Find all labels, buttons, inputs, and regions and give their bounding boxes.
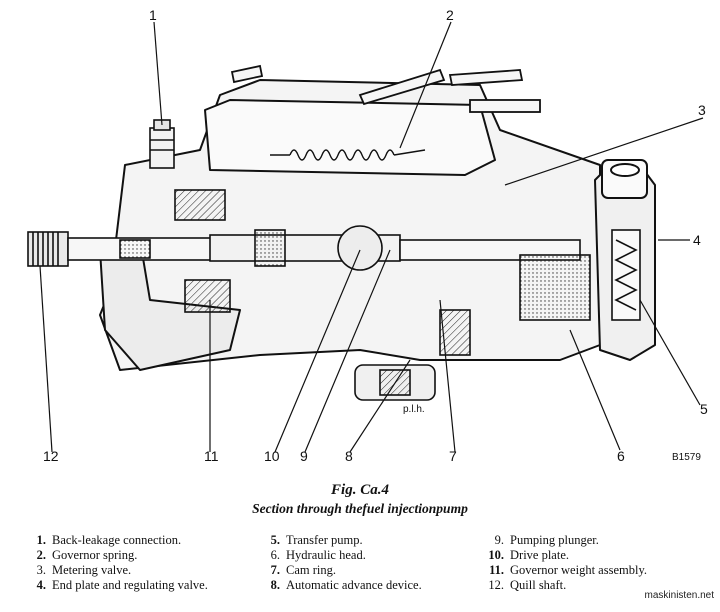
legend-number: 6. — [270, 548, 280, 562]
pump-body — [99, 79, 656, 371]
legend-item: 6. Hydraulic head. — [258, 548, 422, 563]
drawing-reference: B1579 — [672, 452, 701, 463]
artist-initials: p.l.h. — [403, 404, 425, 415]
pump-cutaway-drawing: 1 2 3 4 5 6 7 8 9 10 11 12 p.l.h. B1579 — [27, 7, 708, 464]
legend-label: Drive plate. — [510, 548, 570, 562]
legend-label: Metering valve. — [52, 563, 132, 577]
legend-column-3: 9. Pumping plunger. 10. Drive plate. 11. Go… — [482, 533, 647, 593]
legend-item: 4. End plate and regulating valve. — [24, 578, 208, 593]
legend-column-1: 1. Back-leakage connection. 2. Governor sp… — [24, 533, 208, 593]
legend-number: 8. — [270, 578, 280, 592]
callout-11: 11 — [204, 448, 219, 464]
legend-item: 7. Cam ring. — [258, 563, 422, 578]
callout-4: 4 — [693, 232, 701, 248]
legend-number: 3. — [36, 563, 46, 577]
leader-lines — [39, 21, 704, 453]
legend-item: 9. Pumping plunger. — [482, 533, 647, 548]
legend-number: 4. — [36, 578, 46, 592]
callout-6: 6 — [617, 448, 625, 464]
callout-labels: 1 2 3 4 5 6 7 8 9 10 11 12 — [43, 7, 708, 464]
legend-number: 9. — [494, 533, 504, 547]
legend-label: Pumping plunger. — [510, 533, 599, 547]
callout-1: 1 — [149, 7, 157, 23]
transfer-pump — [611, 229, 641, 321]
legend-item: 10. Drive plate. — [482, 548, 647, 563]
governor-spring — [270, 149, 426, 161]
figure-title: Fig. Ca.4 — [331, 482, 389, 498]
legend-number: 7. — [270, 563, 280, 577]
governor-weights — [174, 189, 231, 313]
back-leakage-fitting — [149, 119, 175, 169]
legend-number: 5. — [270, 533, 280, 547]
quill-shaft — [27, 231, 219, 267]
legend-item: 8. Automatic advance device. — [258, 578, 422, 593]
legend-column-2: 5. Transfer pump. 6. Hydraulic head. 7. Cam… — [258, 533, 422, 593]
legend-label: Governor spring. — [52, 548, 138, 562]
legend-item: 2. Governor spring. — [24, 548, 208, 563]
callout-12: 12 — [43, 448, 59, 464]
callout-5: 5 — [700, 401, 708, 417]
callout-9: 9 — [300, 448, 308, 464]
legend-label: Governor weight assembly. — [510, 563, 648, 577]
legend-label: Cam ring. — [286, 563, 336, 577]
legend-label: Automatic advance device. — [286, 578, 422, 592]
legend-number: 10. — [488, 548, 504, 562]
control-levers — [230, 64, 541, 113]
callout-8: 8 — [345, 448, 353, 464]
legend-item: 11. Governor weight assembly. — [482, 563, 647, 578]
watermark: maskinisten.net — [644, 590, 714, 601]
legend-number: 2. — [36, 548, 46, 562]
legend-label: Transfer pump. — [286, 533, 363, 547]
figure-subtitle: Section through thefuel injectionpump — [252, 501, 468, 516]
legend-number: 1. — [36, 533, 46, 547]
legend-number: 11. — [489, 563, 504, 577]
callout-3: 3 — [698, 102, 706, 118]
callout-2: 2 — [446, 7, 454, 23]
legend-item: 5. Transfer pump. — [258, 533, 422, 548]
callout-10: 10 — [264, 448, 280, 464]
legend-item: 12. Quill shaft. — [482, 578, 647, 593]
legend-item: 1. Back-leakage connection. — [24, 533, 208, 548]
legend-label: Back-leakage connection. — [52, 533, 182, 547]
legend-label: Quill shaft. — [510, 578, 567, 592]
legend-label: End plate and regulating valve. — [52, 578, 208, 592]
legend-number: 12. — [488, 578, 504, 592]
hydraulic-head — [439, 254, 591, 356]
legend-item: 3. Metering valve. — [24, 563, 208, 578]
callout-7: 7 — [449, 448, 457, 464]
legend-label: Hydraulic head. — [286, 548, 366, 562]
